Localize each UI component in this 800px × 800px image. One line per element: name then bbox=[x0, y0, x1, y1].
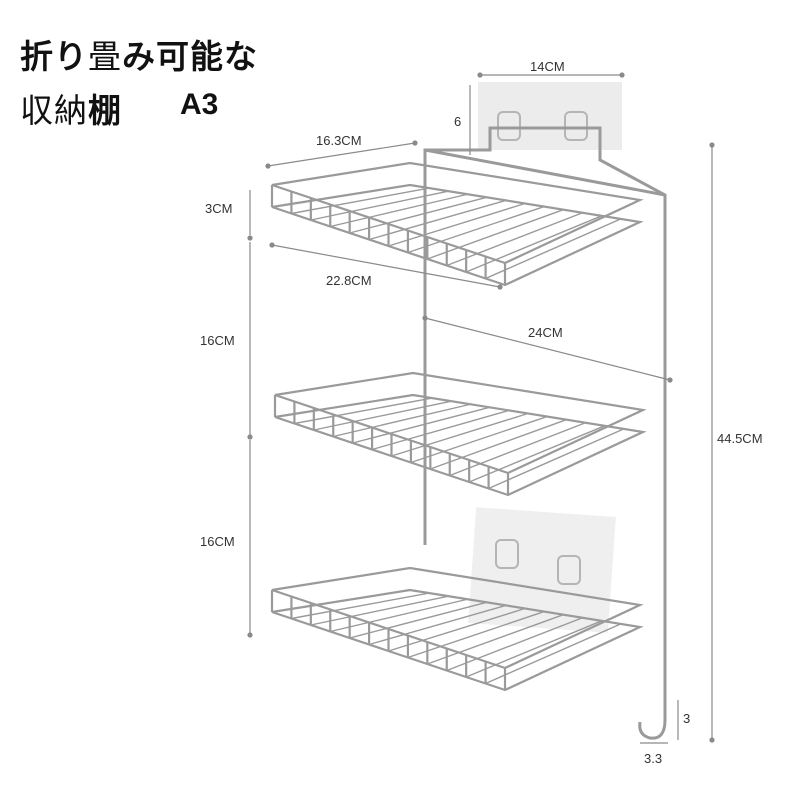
rack-frame bbox=[423, 126, 667, 740]
top-suction-plate bbox=[478, 82, 622, 150]
title-line-2: 収納棚 bbox=[20, 84, 122, 132]
basket-tier-1 bbox=[270, 161, 644, 287]
dim-basket-height: 3CM bbox=[205, 201, 232, 216]
title-text: 折り bbox=[20, 37, 88, 76]
title-text: 畳 bbox=[88, 37, 122, 76]
dimension-lines bbox=[247, 72, 715, 744]
title-line-1: 折り畳み可能な bbox=[20, 30, 258, 78]
dim-tier-gap-2: 16CM bbox=[200, 534, 235, 549]
dim-basket-length: 22.8CM bbox=[326, 273, 372, 288]
dim-hook-width: 3.3 bbox=[644, 751, 662, 766]
dim-hook-height: 3 bbox=[683, 711, 690, 726]
model-label: A3 bbox=[180, 88, 219, 121]
dim-basket-depth: 16.3CM bbox=[316, 133, 362, 148]
dim-plate-width: 14CM bbox=[530, 59, 565, 74]
suction-hooks bbox=[495, 111, 588, 585]
bottom-suction-plate bbox=[468, 507, 616, 633]
basket-tier-3 bbox=[270, 566, 644, 692]
dim-total-height: 44.5CM bbox=[717, 431, 763, 446]
title-text: 棚 bbox=[88, 91, 122, 130]
dim-rack-width: 24CM bbox=[528, 325, 563, 340]
basket-tier-2 bbox=[273, 371, 647, 497]
title-text: 収納 bbox=[20, 91, 88, 130]
dim-plate-height: 6 bbox=[454, 114, 461, 129]
baskets bbox=[270, 161, 647, 692]
dim-tier-gap-1: 16CM bbox=[200, 333, 235, 348]
title-text: み可能な bbox=[122, 37, 258, 76]
